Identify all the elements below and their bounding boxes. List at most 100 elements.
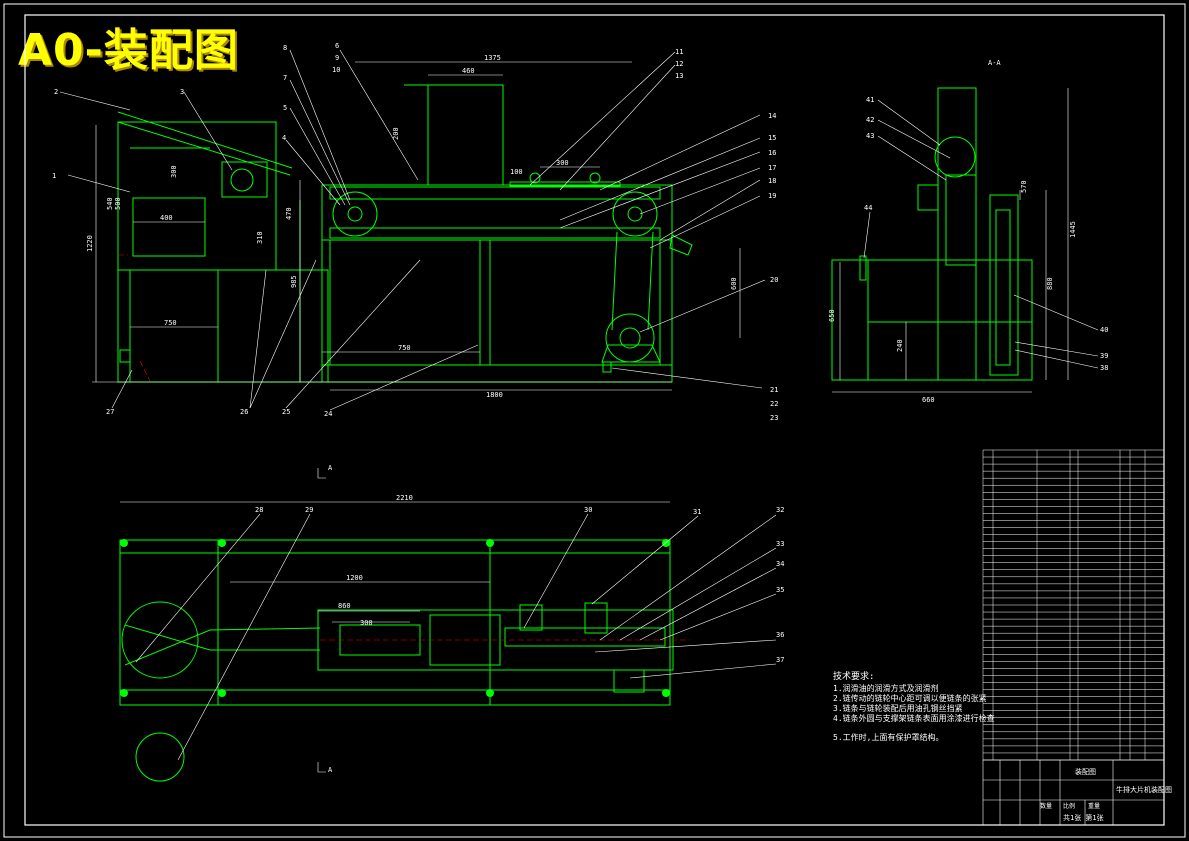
outer-frame bbox=[3, 3, 1186, 838]
callout-4: 4 bbox=[282, 134, 286, 142]
chute-slope-top bbox=[117, 111, 293, 169]
title-block-text: 装配图 牛排大片机装配图 共1张 第1张 比例 重量 数量 bbox=[1040, 767, 1172, 822]
front-dimensions bbox=[92, 61, 741, 391]
parts-list bbox=[982, 449, 1165, 761]
arm bbox=[124, 624, 320, 651]
callout-16: 16 bbox=[768, 149, 776, 157]
dim-985: 985 bbox=[290, 275, 298, 288]
product-name: 牛排大片机装配图 bbox=[1116, 785, 1172, 794]
dim-470: 470 bbox=[285, 207, 293, 220]
drawing-badge: A0-装配图 bbox=[18, 25, 239, 76]
dim-300-top: 300 bbox=[556, 159, 569, 167]
technical-notes: 技术要求: 1.润滑油的润滑方式及润滑剂 2.链传动的链轮中心距可调以便链条的张… bbox=[833, 670, 995, 742]
foot bbox=[119, 349, 131, 363]
roller-bar bbox=[509, 181, 621, 187]
section-mark-bottom: A bbox=[328, 766, 333, 774]
callout-25: 25 bbox=[282, 408, 290, 416]
dim-100: 100 bbox=[510, 168, 523, 176]
dim-1375: 1375 bbox=[484, 54, 501, 62]
callout-2: 2 bbox=[54, 88, 58, 96]
title-block bbox=[982, 759, 1165, 826]
motor-box bbox=[221, 161, 268, 198]
callout-22: 22 bbox=[770, 400, 778, 408]
dim-300-top-view: 300 bbox=[360, 619, 373, 627]
front-callouts: 1 2 3 4 5 7 8 6 9 10 11 12 13 14 15 16 1… bbox=[52, 42, 778, 422]
notes-title: 技术要求: bbox=[833, 670, 874, 682]
dim-570: 570 bbox=[1020, 180, 1028, 193]
dim-500: 500 bbox=[114, 197, 122, 210]
callout-27: 27 bbox=[106, 408, 114, 416]
center-lines bbox=[118, 254, 690, 641]
callout-3: 3 bbox=[180, 88, 184, 96]
drive-belt bbox=[611, 231, 618, 331]
dim-1445: 1445 bbox=[1069, 221, 1077, 238]
top-text: 2210 1200 860 300 A A 28 29 30 31 32 33 … bbox=[255, 464, 784, 774]
callout-21: 21 bbox=[770, 386, 778, 394]
motor-base bbox=[601, 344, 661, 363]
top-leaders bbox=[135, 468, 777, 773]
callout-35: 35 bbox=[776, 586, 784, 594]
side-motor bbox=[934, 136, 976, 178]
dim-880: 880 bbox=[1046, 277, 1054, 290]
drive-pulley bbox=[605, 313, 655, 363]
top-bolts bbox=[120, 539, 670, 697]
top-disc bbox=[121, 601, 199, 679]
belt-side bbox=[995, 209, 1011, 366]
sprocket-hub bbox=[627, 206, 643, 222]
motor-circle bbox=[230, 168, 254, 192]
top-view bbox=[119, 539, 674, 782]
dim-1200: 1200 bbox=[346, 574, 363, 582]
dim-1800: 1800 bbox=[486, 391, 503, 399]
callout-7: 7 bbox=[283, 74, 287, 82]
output-chute bbox=[669, 234, 693, 256]
main-frame bbox=[321, 184, 673, 383]
callout-40: 40 bbox=[1100, 326, 1108, 334]
side-view bbox=[831, 87, 1033, 381]
callout-5: 5 bbox=[283, 104, 287, 112]
side-view-title: A-A bbox=[988, 59, 1001, 67]
conveyor-chain-top bbox=[329, 186, 661, 200]
callout-23: 23 bbox=[770, 414, 778, 422]
dim-240: 240 bbox=[896, 339, 904, 352]
dim-300: 300 bbox=[170, 165, 178, 178]
callout-42: 42 bbox=[866, 116, 874, 124]
pulley-hub bbox=[619, 327, 641, 349]
callout-29: 29 bbox=[305, 506, 313, 514]
chute-box bbox=[132, 197, 206, 257]
count-label: 数量 bbox=[1040, 802, 1052, 810]
dim-860: 860 bbox=[338, 602, 351, 610]
drive-motor-top bbox=[613, 669, 645, 693]
note-line-5: 5.工作时,上面有保护罩结构。 bbox=[833, 732, 943, 742]
callout-44: 44 bbox=[864, 204, 872, 212]
chute-frame bbox=[117, 121, 277, 271]
callout-6: 6 bbox=[335, 42, 339, 50]
chain-assembly bbox=[945, 174, 977, 266]
sprocket-hub bbox=[347, 206, 363, 222]
sprocket-right bbox=[612, 191, 658, 237]
note-line-3: 3.链条与链轮装配后用油孔钢丝挡紧 bbox=[833, 703, 963, 713]
callout-38: 38 bbox=[1100, 364, 1108, 372]
callout-19: 19 bbox=[768, 192, 776, 200]
note-line-4: 4.链条外圆与支撑架链条表面用涂漆进行检查 bbox=[833, 713, 995, 723]
callout-12: 12 bbox=[675, 60, 683, 68]
callout-17: 17 bbox=[768, 164, 776, 172]
roller bbox=[589, 172, 601, 184]
arm bbox=[124, 627, 321, 666]
side-bracket bbox=[917, 184, 939, 211]
callout-30: 30 bbox=[584, 506, 592, 514]
callout-9: 9 bbox=[335, 54, 339, 62]
callout-31: 31 bbox=[693, 508, 701, 516]
callout-14: 14 bbox=[768, 112, 776, 120]
callout-28: 28 bbox=[255, 506, 263, 514]
callout-15: 15 bbox=[768, 134, 776, 142]
sprocket-left bbox=[332, 191, 378, 237]
section-mark-top: A bbox=[328, 464, 333, 472]
dim-400: 400 bbox=[160, 214, 173, 222]
callout-8: 8 bbox=[283, 44, 287, 52]
callout-18: 18 bbox=[768, 177, 776, 185]
inner-frame bbox=[24, 14, 1165, 826]
callout-13: 13 bbox=[675, 72, 683, 80]
drive-side bbox=[989, 194, 1019, 376]
callout-33: 33 bbox=[776, 540, 784, 548]
callout-37: 37 bbox=[776, 656, 784, 664]
